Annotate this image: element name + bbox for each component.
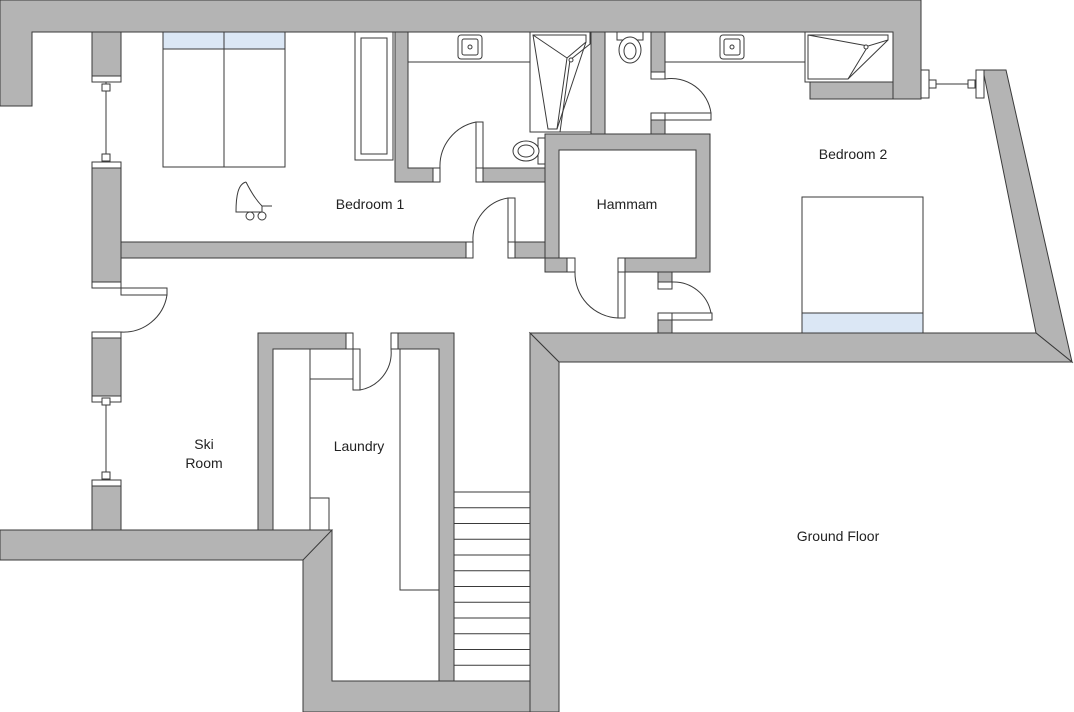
left-windows <box>91 75 122 487</box>
laundry-shelf <box>309 348 354 380</box>
stair-right-wall <box>529 331 560 712</box>
doors <box>120 78 713 391</box>
staircase <box>453 491 531 682</box>
fixtures <box>162 31 924 682</box>
right-window <box>920 69 985 99</box>
stroller-icon <box>235 181 272 221</box>
bedroom2-bottom-wall <box>528 332 1074 363</box>
left-wall-1 <box>91 31 122 77</box>
left-wall-3 <box>91 337 122 397</box>
left-wall-2 <box>91 167 122 283</box>
interior-walls <box>120 31 894 682</box>
toilet-wc <box>616 31 644 64</box>
right-slanted-wall <box>982 69 1073 364</box>
room-label-hammam: Hammam <box>596 196 658 212</box>
room-label-ground-floor: Ground Floor <box>796 528 880 544</box>
bed-bedroom2 <box>801 196 924 334</box>
ski-room-bottom-wall <box>0 529 334 561</box>
shower-bathroom2 <box>804 31 894 83</box>
room-label-laundry: Laundry <box>333 438 385 454</box>
laundry-counter <box>399 348 440 591</box>
shower-bathroom1 <box>529 31 592 133</box>
left-wall-4 <box>91 485 122 531</box>
door-jambs <box>91 71 673 350</box>
room-label-ski-room: Ski Room <box>185 436 223 471</box>
room-label-bedroom2: Bedroom 2 <box>818 146 888 162</box>
room-label-bedroom1: Bedroom 1 <box>335 196 405 212</box>
toilet-bathroom1 <box>512 137 546 165</box>
